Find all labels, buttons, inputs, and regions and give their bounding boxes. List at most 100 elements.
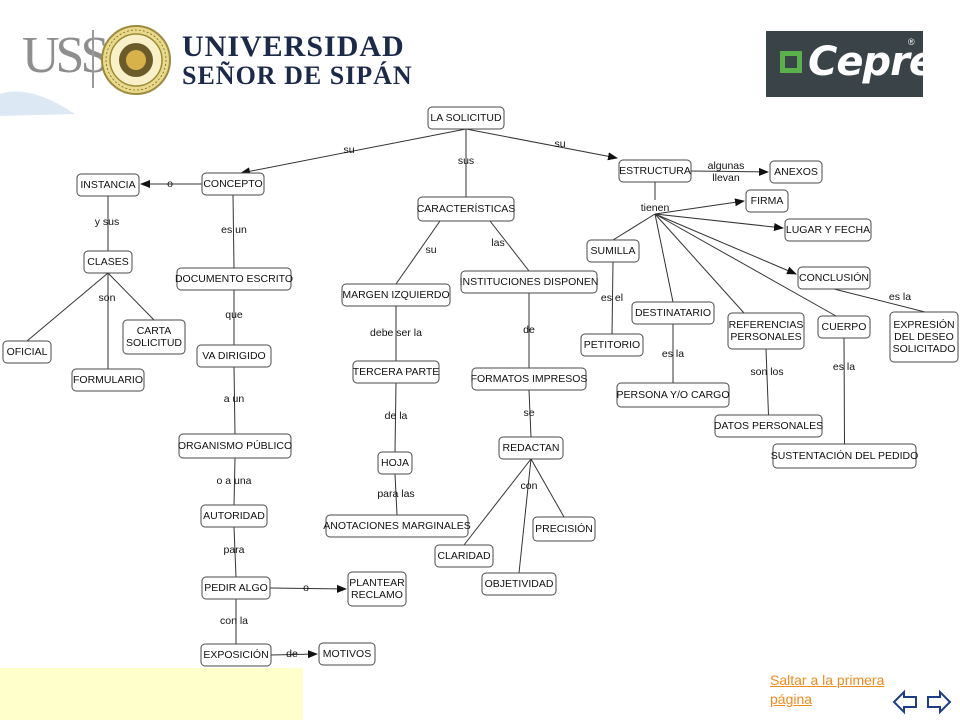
map-link [489,220,530,272]
concept-node-oficial: OFICIAL [2,340,52,364]
link-label-es-un: es un [221,224,247,236]
concept-node-concepto: CONCEPTO [201,172,265,196]
link-label-se: se [523,407,534,419]
university-name-line1: UNIVERSIDAD [182,30,405,63]
concept-label: CLARIDAD [437,550,491,562]
link-label-o-plantear: o [303,582,309,594]
concept-label: PLANTEAR [349,577,405,589]
concept-box [377,451,413,475]
university-name: UNIVERSIDAD SEÑOR DE SIPÁN [182,32,413,90]
concept-node-claridad: CLARIDAD [434,544,494,568]
concept-node-persona: PERSONA Y/O CARGO [616,382,730,408]
concept-node-objetividad: OBJETIVIDAD [481,572,557,596]
concept-node-lugar: LUGAR Y FECHA [784,218,872,242]
concept-node-precision: PRECISIÓN [532,516,596,542]
concept-label: EXPRESIÓN [893,318,954,331]
concept-label: HOJA [381,457,409,469]
concept-box [772,443,917,469]
concept-box [745,189,789,213]
map-link [270,650,318,659]
concept-label: DOCUMENTO ESCRITO [175,273,293,285]
concept-label: ORGANISMO PÚBLICO [178,439,292,452]
map-link [612,213,656,241]
concept-label: SUMILLA [591,245,636,257]
link-label-son-los: son los [750,366,783,378]
concept-node-conclusion: CONCLUSIÓN [797,266,871,290]
concept-label: CONCEPTO [203,178,262,190]
concept-node-redactan: REDACTAN [498,436,564,460]
map-link [654,213,837,317]
concept-box [200,504,268,528]
concept-box [417,196,515,222]
map-link [233,526,237,578]
link-label-es-la-dest: es la [662,348,684,360]
jump-to-first-page-link[interactable]: Saltar a la primera página [770,672,885,707]
concept-node-petitorio: PETITORIO [580,333,644,357]
concept-label: DEL DESEO [894,331,954,343]
concept-node-destinatario: DESTINATARIO [631,301,715,325]
concept-label: CUERPO [822,321,867,333]
link-label-de-motivos: de [286,648,298,660]
concept-box [889,311,959,363]
concept-node-documento: DOCUMENTO ESCRITO [175,267,293,291]
concept-label: MOTIVOS [323,648,371,660]
concept-box [471,367,587,391]
concept-box [532,516,596,542]
concept-box [347,571,407,607]
concept-node-autoridad: AUTORIDAD [200,504,268,528]
concept-box [176,267,292,291]
logo-divider [92,30,94,88]
concept-box [817,315,871,339]
map-link [465,128,618,161]
concept-box [76,173,140,197]
concept-box [352,360,440,384]
map-link [233,366,236,435]
concept-box [2,340,52,364]
concept-box [200,643,272,667]
link-label-su-margen: su [425,244,436,256]
map-link [233,457,236,506]
concept-node-sumilla: SUMILLA [586,239,640,263]
concept-label: ANOTACIONES MARGINALES [323,520,470,532]
concept-label: ANEXOS [774,166,818,178]
map-link [394,382,397,453]
concept-label: REDACTAN [503,442,560,454]
concept-node-anexos: ANEXOS [769,160,823,184]
concept-node-formulario: FORMULARIO [71,368,145,392]
map-link [654,213,674,303]
concept-label: LUGAR Y FECHA [786,224,870,236]
map-link [530,458,565,518]
concept-node-formatos: FORMATOS IMPRESOS [471,367,587,391]
concept-label: VA DIRIGIDO [202,350,265,362]
map-link [107,272,155,321]
map-link [240,128,467,176]
link-label-o-a-una: o a una [216,475,251,487]
map-links [26,128,926,659]
map-link [269,584,347,593]
concept-label: CARACTERÍSTICAS [417,202,516,215]
link-label-de-formatos: de [523,324,535,336]
concept-box [201,172,265,196]
link-label-para-las: para las [377,488,414,500]
map-link [232,194,235,269]
prev-next-arrows-icon[interactable] [892,688,952,716]
concept-box [341,283,451,307]
concept-label: RECLAMO [351,589,403,601]
concept-node-tercera: TERCERA PARTE [352,360,440,384]
concept-node-solicitud: LA SOLICITUD [427,106,505,130]
concept-label: PETITORIO [584,339,640,351]
link-label-su-right: su [554,138,565,150]
concept-box [616,382,730,408]
concept-box [460,270,598,294]
concept-box [71,368,145,392]
concept-label: FIRMA [751,195,784,207]
university-seal-icon [101,25,171,95]
concept-node-datos: DATOS PERSONALES [714,414,823,438]
concept-label: MARGEN IZQUIERDO [342,289,449,301]
decorative-swoosh [0,91,75,116]
